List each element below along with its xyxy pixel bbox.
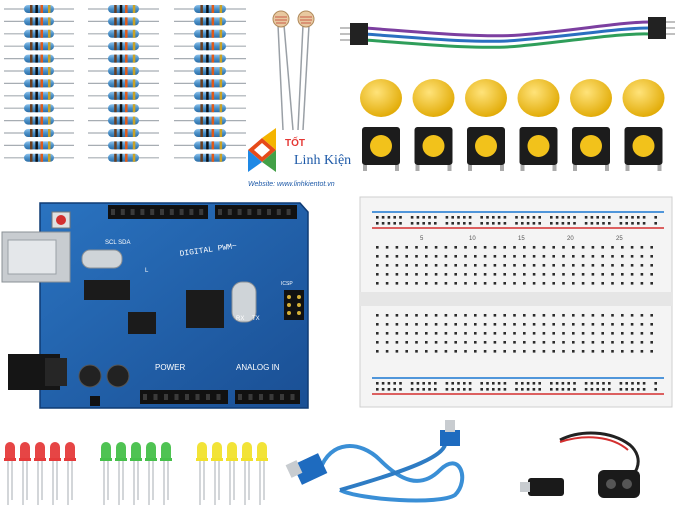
resistor <box>88 79 159 88</box>
power-label: POWER <box>155 363 185 372</box>
breadboard-column-number: 20 <box>567 236 574 242</box>
resistor <box>174 104 246 113</box>
resistor <box>88 141 159 150</box>
icsp-label: ICSP <box>281 281 293 287</box>
resistor <box>4 141 74 150</box>
logo-brand-text: Linh Kiện <box>294 153 351 168</box>
resistor <box>88 5 159 13</box>
resistor <box>174 54 246 63</box>
tx-label: TX <box>252 316 260 322</box>
led <box>145 442 157 505</box>
led <box>64 442 76 505</box>
resistor <box>88 116 159 125</box>
tactile-button <box>465 79 507 171</box>
resistor <box>4 129 74 137</box>
resistor <box>174 17 246 26</box>
resistor <box>88 153 159 162</box>
resistor <box>88 29 159 38</box>
led <box>34 442 46 505</box>
analog-header <box>235 390 300 404</box>
resistor <box>88 42 159 51</box>
digital-header <box>108 205 208 219</box>
resistor <box>4 67 74 75</box>
jumper-wires <box>340 17 675 49</box>
resistor <box>4 79 74 88</box>
resistor <box>4 17 74 26</box>
led <box>19 442 31 505</box>
resistor <box>174 5 246 13</box>
led <box>49 442 61 505</box>
led-l-label: L <box>145 268 149 274</box>
breadboard-column-number: 5 <box>420 236 424 242</box>
tactile-button <box>360 79 402 171</box>
resistor <box>88 104 159 113</box>
led <box>226 442 238 505</box>
resistor <box>174 42 246 51</box>
led <box>196 442 208 505</box>
brand-logo: TỐT Linh Kiện Website: www.linhkientot.v… <box>248 128 351 188</box>
mcu-chip <box>186 290 224 328</box>
resistor <box>4 54 74 63</box>
resistor <box>88 91 159 100</box>
tactile-button <box>622 79 665 171</box>
rx-label: RX <box>236 316 244 322</box>
resistor <box>88 17 159 26</box>
photoresistor-pair <box>272 10 315 131</box>
resistor <box>174 91 246 100</box>
led-set <box>4 442 268 505</box>
resistor <box>4 153 74 162</box>
resistor <box>4 116 74 125</box>
led <box>160 442 172 505</box>
tactile-button <box>412 79 455 171</box>
resistor-set <box>4 5 246 162</box>
tactile-button <box>517 79 560 171</box>
resistor <box>174 67 246 75</box>
arduino-board: DIGITAL PWM~ POWER ANALOG IN SCL SDA RX … <box>1 202 309 409</box>
logo-top-text: TỐT <box>285 135 305 149</box>
led <box>241 442 253 505</box>
led <box>211 442 223 505</box>
resistor <box>174 116 246 125</box>
led <box>4 442 16 505</box>
breadboard-column-number: 10 <box>469 236 476 242</box>
resistor <box>4 29 74 38</box>
resistor <box>174 153 246 162</box>
resistor <box>174 129 246 137</box>
resistor <box>88 54 159 63</box>
tactile-button-set <box>360 79 665 171</box>
resistor <box>174 29 246 38</box>
led <box>115 442 127 505</box>
resistor <box>4 91 74 100</box>
led <box>130 442 142 505</box>
resistor <box>88 67 159 75</box>
breadboard-column-number: 15 <box>518 236 525 242</box>
resistor <box>174 79 246 88</box>
resistor <box>88 129 159 137</box>
resistor <box>174 141 246 150</box>
power-header <box>140 390 228 404</box>
led <box>100 442 112 505</box>
led <box>256 442 268 505</box>
logo-website-text: Website: www.linhkientot.vn <box>248 181 335 188</box>
resistor <box>4 5 74 13</box>
breadboard: 5 10 15 20 25 <box>359 196 673 408</box>
tactile-button <box>570 79 612 171</box>
usb-cable <box>285 420 465 503</box>
analog-in-label: ANALOG IN <box>236 363 280 372</box>
scl-sda-label: SCL SDA <box>105 240 130 246</box>
breadboard-column-number: 25 <box>616 236 623 242</box>
resistor <box>4 104 74 113</box>
resistor <box>4 42 74 51</box>
battery-clip <box>520 431 640 498</box>
